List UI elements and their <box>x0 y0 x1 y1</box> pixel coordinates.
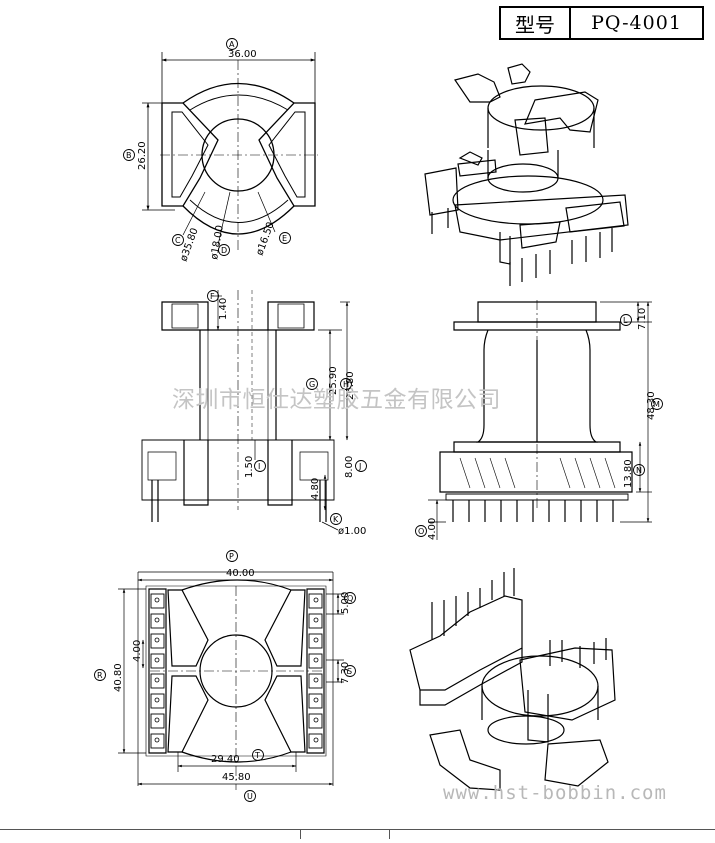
dim-slot-gap: 7.30 <box>340 662 351 684</box>
footer-cell <box>300 829 390 839</box>
dim-overall-h: 26.80 <box>345 371 356 400</box>
dim-inner-w: 29.40 <box>211 754 240 765</box>
callout-n: N <box>636 466 642 475</box>
front-view-labels: 1.40 25.90 26.80 1.50 8.00 4.80 ø1.00 <box>218 298 366 537</box>
callout-a: A <box>229 40 235 49</box>
bottom-view <box>118 571 344 790</box>
website-watermark: www.hst-bobbin.com <box>443 782 667 804</box>
callout-t: T <box>254 751 260 760</box>
callout-k: K <box>333 515 339 524</box>
callout-r: R <box>97 671 103 680</box>
dim-gap: 1.50 <box>244 456 255 478</box>
title-block: 型号 PQ-4001 <box>499 6 704 40</box>
side-view <box>428 300 652 540</box>
isometric-view-top <box>424 63 629 286</box>
model-number: PQ-4001 <box>591 12 682 34</box>
dim-top-offset: 7.10 <box>637 308 648 330</box>
footer-border <box>0 829 715 830</box>
dim-pin-dia: ø1.00 <box>338 526 366 537</box>
callout-d: D <box>221 246 227 255</box>
dim-top-width: 36.00 <box>228 49 257 60</box>
model-label: 型号 <box>501 8 571 38</box>
dim-top-height: 26.20 <box>137 141 148 170</box>
front-view-callouts: F G H I J K <box>207 290 367 525</box>
callout-h: H <box>343 380 349 389</box>
callout-p: P <box>229 552 234 561</box>
bottom-view-callouts: P Q R S T U <box>94 550 356 802</box>
side-view-callouts: L M N O <box>415 314 663 537</box>
company-watermark: 深圳市恒仕达塑胶五金有限公司 <box>172 387 501 413</box>
callout-g: G <box>309 380 315 389</box>
callout-i: I <box>258 462 260 471</box>
dim-slot-w: 4.00 <box>132 640 143 662</box>
top-view <box>142 52 318 250</box>
dim-base-h: 8.00 <box>344 456 355 478</box>
callout-f: F <box>210 292 215 301</box>
dim-base-w: 45.80 <box>222 772 251 783</box>
dim-pin-len: 4.80 <box>310 478 321 500</box>
dim-dia-outer: ø35.80 <box>178 227 200 263</box>
callout-o: O <box>418 527 424 536</box>
callout-s: S <box>347 667 352 676</box>
dim-bottom-width: 40.00 <box>226 568 255 579</box>
callout-q: Q <box>347 594 353 603</box>
bottom-view-labels: 40.00 5.00 4.00 7.30 40.80 29.40 45.80 <box>113 568 351 783</box>
callout-e: E <box>282 234 287 243</box>
callout-u: U <box>247 792 253 801</box>
callout-b: B <box>126 151 132 160</box>
callout-m: M <box>653 400 660 409</box>
dim-pin-len2: 4.00 <box>427 518 438 540</box>
callout-c: C <box>175 236 181 245</box>
dim-base-h2: 13.80 <box>623 459 634 488</box>
dim-dia-inner: ø16.50 <box>254 221 276 257</box>
top-view-callouts: A B C D E <box>123 38 291 256</box>
dim-pin-pitch: 5.00 <box>340 592 351 614</box>
front-view <box>141 290 350 531</box>
callout-j: J <box>358 462 361 471</box>
callout-l: L <box>623 316 628 325</box>
isometric-view-bottom <box>409 568 616 791</box>
dim-flange-thk: 1.40 <box>218 298 229 320</box>
side-view-labels: 7.10 48.30 13.80 4.00 <box>427 308 657 540</box>
dim-bore-len: 25.90 <box>328 366 339 395</box>
dim-body-h: 40.80 <box>113 663 124 692</box>
